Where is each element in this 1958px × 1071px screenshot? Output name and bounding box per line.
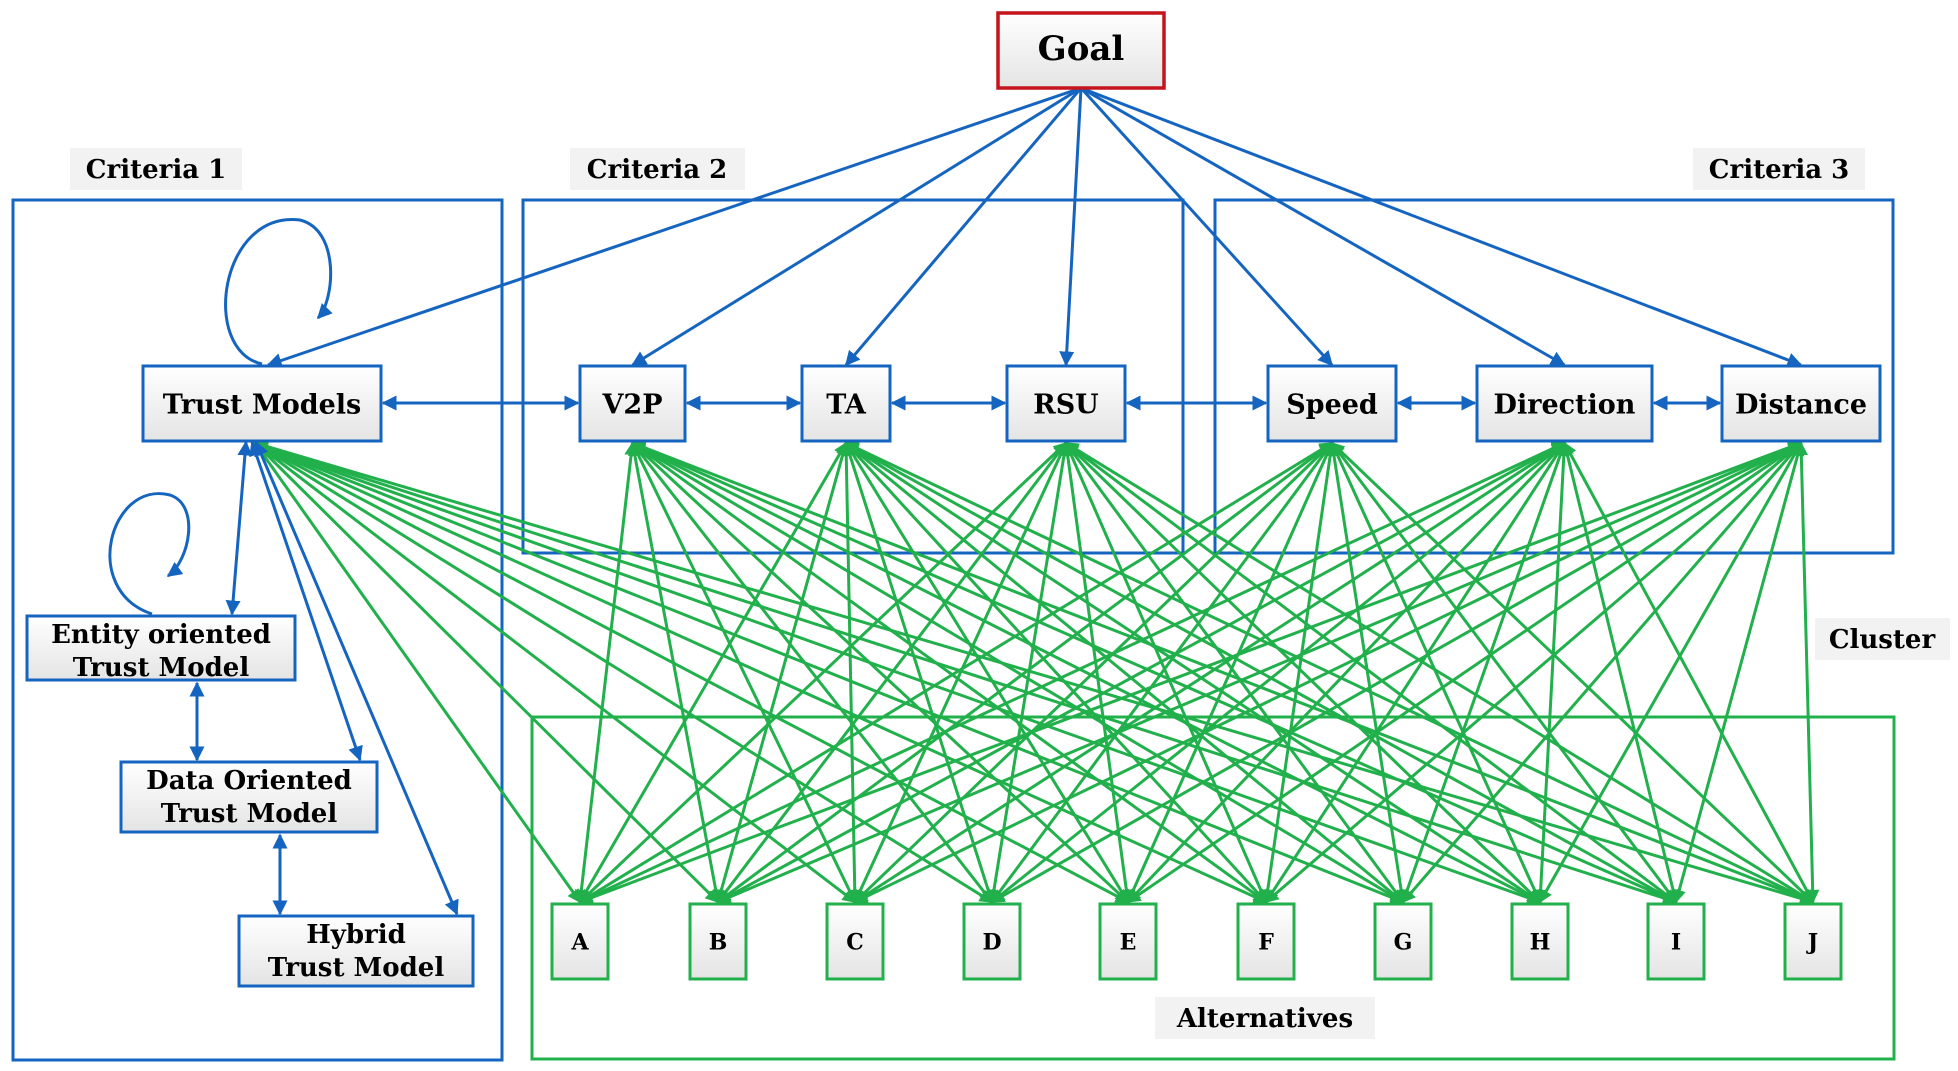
alternative-label-b: B bbox=[709, 930, 728, 956]
criteria-node-trust-models: Trust Models bbox=[141, 364, 383, 443]
goal-label: Goal bbox=[1038, 29, 1125, 69]
alternative-nodes: A B C D E F G H I J bbox=[550, 902, 1843, 981]
alternative-label-d: D bbox=[982, 930, 1001, 956]
alternative-i: I bbox=[1646, 902, 1706, 981]
link-distance-d bbox=[990, 441, 1803, 904]
goal-link-speed bbox=[1079, 86, 1334, 367]
alternative-g: G bbox=[1373, 902, 1433, 981]
alternative-label-f: F bbox=[1258, 930, 1274, 956]
sub-model-hybrid-line-1: Hybrid bbox=[306, 920, 406, 950]
criteria-node-v2p: V2P bbox=[578, 364, 687, 443]
sub-model-entity-line-1: Entity oriented bbox=[51, 620, 271, 650]
link-direction-g bbox=[1400, 441, 1567, 904]
cluster-label-group: Cluster bbox=[1815, 618, 1950, 660]
sub-model-entity-line-2: Trust Model bbox=[73, 653, 250, 683]
alternative-label-g: G bbox=[1394, 930, 1413, 956]
link-direction-d bbox=[990, 441, 1566, 904]
alternative-label-a: A bbox=[570, 930, 589, 956]
alternatives-label: Alternatives bbox=[1176, 1004, 1353, 1034]
goal-link-direction bbox=[1080, 86, 1566, 367]
alternative-label-h: H bbox=[1530, 930, 1551, 956]
alternative-e: E bbox=[1098, 902, 1158, 981]
goal-link-ta bbox=[844, 87, 1083, 367]
criteria1-label: Criteria 1 bbox=[86, 155, 226, 185]
criteria-label-ta: TA bbox=[826, 390, 867, 421]
goal-link-trust-models bbox=[266, 86, 1082, 368]
criteria-node-direction: Direction bbox=[1475, 364, 1654, 443]
alternative-d: D bbox=[962, 902, 1022, 981]
cluster-label: Cluster bbox=[1829, 625, 1936, 655]
criteria-label-direction: Direction bbox=[1494, 390, 1636, 421]
goal-link-v2p bbox=[631, 86, 1082, 367]
link-speed-d bbox=[990, 441, 1334, 904]
criteria3-label: Criteria 3 bbox=[1709, 155, 1849, 185]
link-speed-i bbox=[1330, 441, 1678, 904]
alternative-label-i: I bbox=[1671, 930, 1681, 956]
alternative-a: A bbox=[550, 902, 610, 981]
criteria-label-rsu: RSU bbox=[1033, 390, 1098, 421]
link-ta-a bbox=[578, 441, 848, 904]
alternative-j: J bbox=[1783, 902, 1843, 981]
entity-self-loop bbox=[108, 492, 191, 616]
goal-node: Goal bbox=[996, 11, 1166, 90]
criteria-node-ta: TA bbox=[800, 364, 892, 443]
goal-link-distance bbox=[1080, 86, 1803, 368]
criteria-node-rsu: RSU bbox=[1005, 364, 1127, 443]
alternatives-label-group: Alternatives bbox=[1155, 997, 1375, 1039]
goal-link-rsu bbox=[1059, 87, 1083, 367]
criteria-label-v2p: V2P bbox=[601, 390, 662, 421]
criteria3-label-group: Criteria 3 bbox=[1693, 148, 1865, 190]
criteria-label-speed: Speed bbox=[1286, 390, 1378, 421]
link-v2p-g bbox=[631, 441, 1405, 904]
alternative-b: B bbox=[688, 902, 748, 981]
criteria-node-speed: Speed bbox=[1266, 364, 1398, 443]
trust-models-self-loop bbox=[224, 218, 333, 366]
alternative-label-e: E bbox=[1120, 930, 1137, 956]
criteria1-label-group: Criteria 1 bbox=[70, 148, 242, 190]
sub-model-data-line-2: Trust Model bbox=[161, 799, 338, 829]
sub-model-data-line-1: Data Oriented bbox=[146, 766, 352, 796]
criteria2-label: Criteria 2 bbox=[587, 155, 727, 185]
link-ta-g bbox=[844, 441, 1405, 904]
alternative-label-j: J bbox=[1806, 930, 1818, 956]
alternative-links bbox=[253, 439, 1820, 906]
criteria-label-distance: Distance bbox=[1735, 390, 1867, 421]
tm-hybrid-link bbox=[254, 440, 459, 916]
criteria-label-trust-models: Trust Models bbox=[163, 390, 361, 421]
criteria-node-distance: Distance bbox=[1720, 364, 1882, 443]
alternative-label-c: C bbox=[846, 930, 864, 956]
criteria-links bbox=[108, 86, 1803, 916]
criteria-nodes: Trust Models V2P TA RSU Speed Direction Distan… bbox=[141, 364, 1882, 443]
alternative-h: H bbox=[1510, 902, 1570, 981]
link-distance-j bbox=[1794, 441, 1820, 904]
sub-model-hybrid-line-2: Trust Model bbox=[268, 953, 445, 983]
link-distance-i bbox=[1672, 441, 1805, 904]
link-speed-g bbox=[1327, 441, 1408, 904]
alternative-f: F bbox=[1236, 902, 1296, 981]
alternative-c: C bbox=[825, 902, 885, 981]
criteria2-label-group: Criteria 2 bbox=[570, 148, 745, 190]
tm-entity-link bbox=[225, 440, 253, 616]
